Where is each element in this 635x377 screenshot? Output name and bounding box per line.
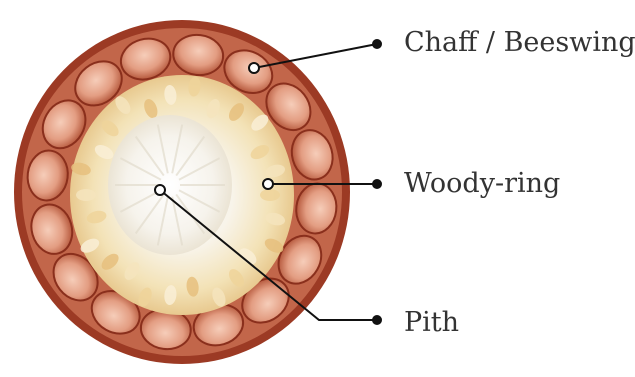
chaff-target-marker — [249, 63, 259, 73]
pith-end-dot — [372, 315, 382, 325]
woody-ring-label: Woody-ring — [404, 170, 560, 197]
woody-fleck — [260, 189, 280, 201]
woody-end-dot — [372, 179, 382, 189]
chaff-label: Chaff / Beeswing — [404, 29, 635, 56]
pith-label: Pith — [404, 309, 459, 336]
woody-fleck — [76, 189, 96, 201]
pith-target-marker — [155, 185, 165, 195]
chaff-end-dot — [372, 39, 382, 49]
woody-target-marker — [263, 179, 273, 189]
